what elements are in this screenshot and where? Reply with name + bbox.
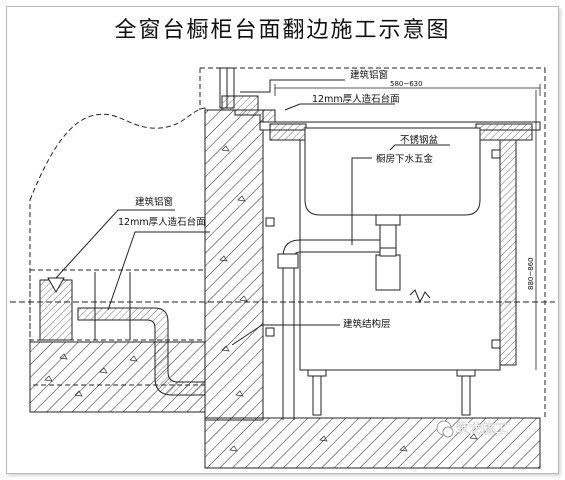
label-dimension-880-860: 880~860: [527, 257, 535, 290]
watermark-text: 筑龙施工: [456, 421, 508, 437]
floor-slab: [204, 417, 541, 469]
label-stainless-sink: 不锈钢盆: [400, 134, 439, 146]
label-stone-12mm-left: 12mm厚人造石台面: [118, 216, 206, 228]
label-kitchen-drain-hardware: 橱房下水五金: [376, 153, 434, 165]
detail-callout-outline: [29, 107, 206, 386]
label-structure-layer: 建筑结构层: [343, 318, 391, 330]
label-dimension-580-630: 580~630: [390, 80, 423, 88]
image-frame: [6, 6, 559, 474]
left-detail: 建筑铝窗 12mm厚人造石台面: [29, 107, 210, 413]
label-aluminum-window-right: 建筑铝窗: [350, 69, 388, 81]
stainless-sink-bowl: [304, 127, 481, 216]
cabinet-leg-left: [312, 369, 322, 416]
watermark: 筑龙施工: [436, 420, 508, 438]
drawing-title: 全窗台橱柜台面翻边施工示意图: [114, 18, 451, 43]
structural-wall: [204, 109, 264, 421]
label-stone-12mm-right: 12mm厚人造石台面: [312, 93, 400, 105]
cabinet-leg-right: [461, 369, 471, 416]
label-aluminum-window-left: 建筑铝窗: [135, 196, 173, 208]
concrete-slab-left: [29, 341, 206, 413]
main-section: 580~630: [10, 67, 555, 469]
cabinet-door: [499, 139, 517, 366]
